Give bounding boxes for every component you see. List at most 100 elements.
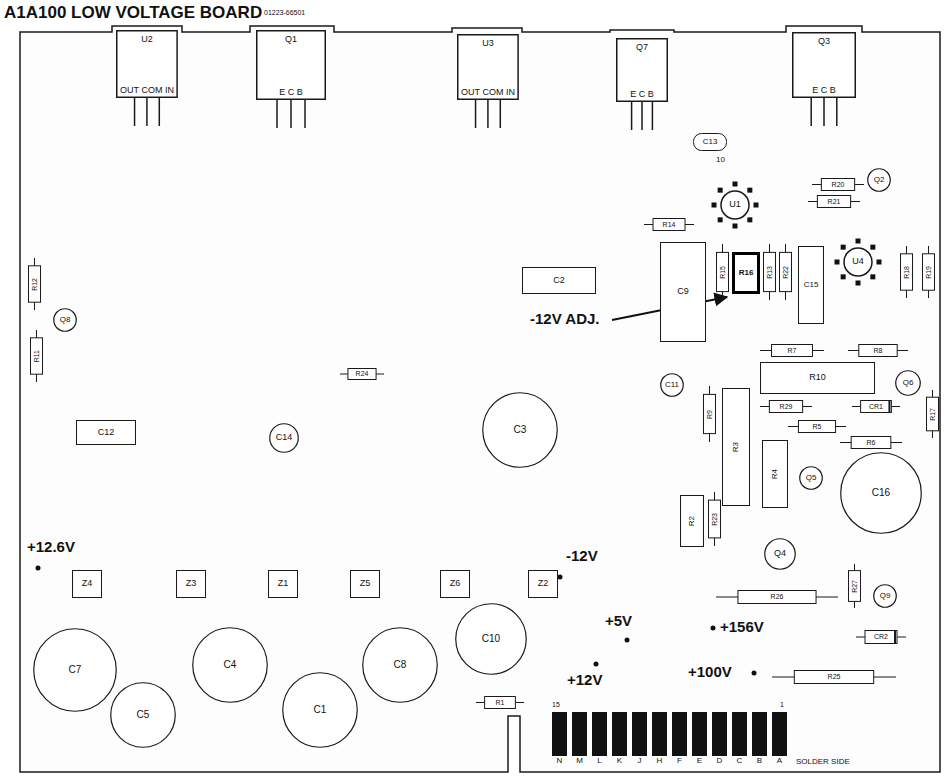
voltage-label: -12V [566, 548, 598, 565]
reference-designator: C14 [276, 433, 293, 442]
connector-finger [692, 712, 707, 756]
reference-designator: Z3 [186, 579, 197, 588]
part-number: 01223-66501 [264, 9, 305, 17]
resistor-body [704, 394, 716, 433]
capacitor-outline: C13 [693, 133, 727, 151]
package-lead [134, 98, 136, 126]
text-holder: R14 [644, 218, 694, 231]
reference-designator: Q9 [880, 592, 891, 600]
reference-designator: CR1 [869, 403, 883, 410]
package-lead [475, 100, 477, 128]
package-lead [304, 100, 306, 128]
text-holder: Q7E C B [616, 38, 668, 102]
reference-designator: R4 [771, 469, 779, 479]
reference-designator: R18 [903, 266, 910, 279]
package-lead [159, 98, 161, 126]
connector-finger [572, 712, 587, 756]
ic-pad [754, 203, 759, 208]
resistor-body [772, 345, 813, 357]
text-holder: R4 [762, 440, 788, 508]
voltage-label: +5V [605, 613, 632, 630]
capacitor-circle: C1 [282, 672, 358, 748]
ic-pad [835, 260, 840, 265]
ic-outline: U4 [838, 242, 878, 282]
text-holder: R24 [340, 368, 384, 380]
reference-designator: Z2 [538, 579, 549, 588]
pin-letter: M [576, 757, 583, 766]
part-label: Q1 [285, 35, 297, 44]
package-lead [276, 100, 278, 128]
capacitor-circle: C3 [482, 392, 558, 468]
resistor-body [738, 591, 816, 604]
component-outline: C2 [522, 267, 596, 294]
adjust-body [734, 254, 759, 293]
resistor-symbol: R29 [760, 400, 812, 413]
ic-pad [733, 224, 738, 229]
capacitor-circle: C4 [192, 627, 268, 703]
connector-finger [732, 712, 747, 756]
text-holder: C1 [282, 672, 358, 748]
text-holder: C13 [693, 133, 727, 151]
pin-letter: D [717, 757, 723, 766]
resistor-symbol: R12 [28, 258, 41, 310]
text-holder: Q3E C B [792, 32, 856, 98]
capacitor-circle: C16 [840, 452, 922, 534]
package-body [458, 35, 518, 100]
pin-letter: H [657, 757, 663, 766]
component-body [763, 441, 788, 508]
ic-pad [733, 182, 738, 187]
text-holder: C12 [76, 420, 136, 445]
pin-letter: F [677, 757, 682, 766]
power-package: Q1E C B [256, 30, 326, 100]
text-holder: C14 [269, 423, 299, 453]
component-outline: C12 [76, 420, 136, 445]
resistor-symbol: R6 [840, 436, 902, 449]
component-body [77, 421, 136, 445]
capacitor-body [483, 393, 558, 468]
connector-finger [752, 712, 767, 756]
capacitor-body [661, 374, 684, 397]
package-lead [146, 98, 148, 126]
test-point [711, 626, 716, 631]
test-point [752, 671, 757, 676]
part-label: OUT COM IN [461, 88, 515, 97]
resistor-symbol: R21 [808, 195, 860, 208]
resistor-symbol: R4 [762, 440, 788, 508]
text-holder: R10 [760, 362, 875, 394]
diode-symbol: CR1 [852, 400, 900, 413]
resistor-body [849, 571, 861, 602]
component-body [681, 496, 704, 547]
resistor-symbol: R8 [848, 344, 908, 357]
ic-pad [856, 239, 861, 244]
reference-designator: U1 [729, 200, 741, 209]
ic-pad [870, 245, 875, 250]
capacitor-circle: C5 [110, 682, 176, 748]
package-lead [290, 100, 292, 128]
ic-body [721, 191, 749, 219]
capacitor-circle: Q4 [764, 538, 796, 570]
component-outline: Z6 [440, 570, 470, 598]
resistor-symbol: R13 [763, 244, 776, 300]
reference-designator: C2 [553, 276, 565, 285]
resistor-body [348, 369, 376, 380]
text-holder: U4 [838, 242, 878, 282]
resistor-symbol: R23 [708, 492, 721, 546]
ic-pad [877, 260, 882, 265]
transistor-outline: Q9 [872, 584, 898, 608]
reference-designator: C12 [98, 428, 115, 437]
text-holder: Q4 [764, 538, 796, 570]
resistor-symbol: R11 [30, 330, 43, 382]
text-holder: CR1 [852, 400, 900, 413]
text-holder: R1 [476, 696, 524, 709]
reference-designator: R21 [828, 198, 841, 205]
reference-designator: R9 [706, 410, 713, 419]
transistor-outline: Q8 [52, 308, 78, 332]
text-holder: Z5 [350, 570, 380, 598]
capacitor-body [283, 673, 358, 748]
pin-letter: K [617, 757, 622, 766]
pin-letter: B [757, 757, 762, 766]
connector-finger [612, 712, 627, 756]
resistor-symbol: R9 [703, 386, 716, 442]
reference-designator: R8 [874, 347, 883, 354]
